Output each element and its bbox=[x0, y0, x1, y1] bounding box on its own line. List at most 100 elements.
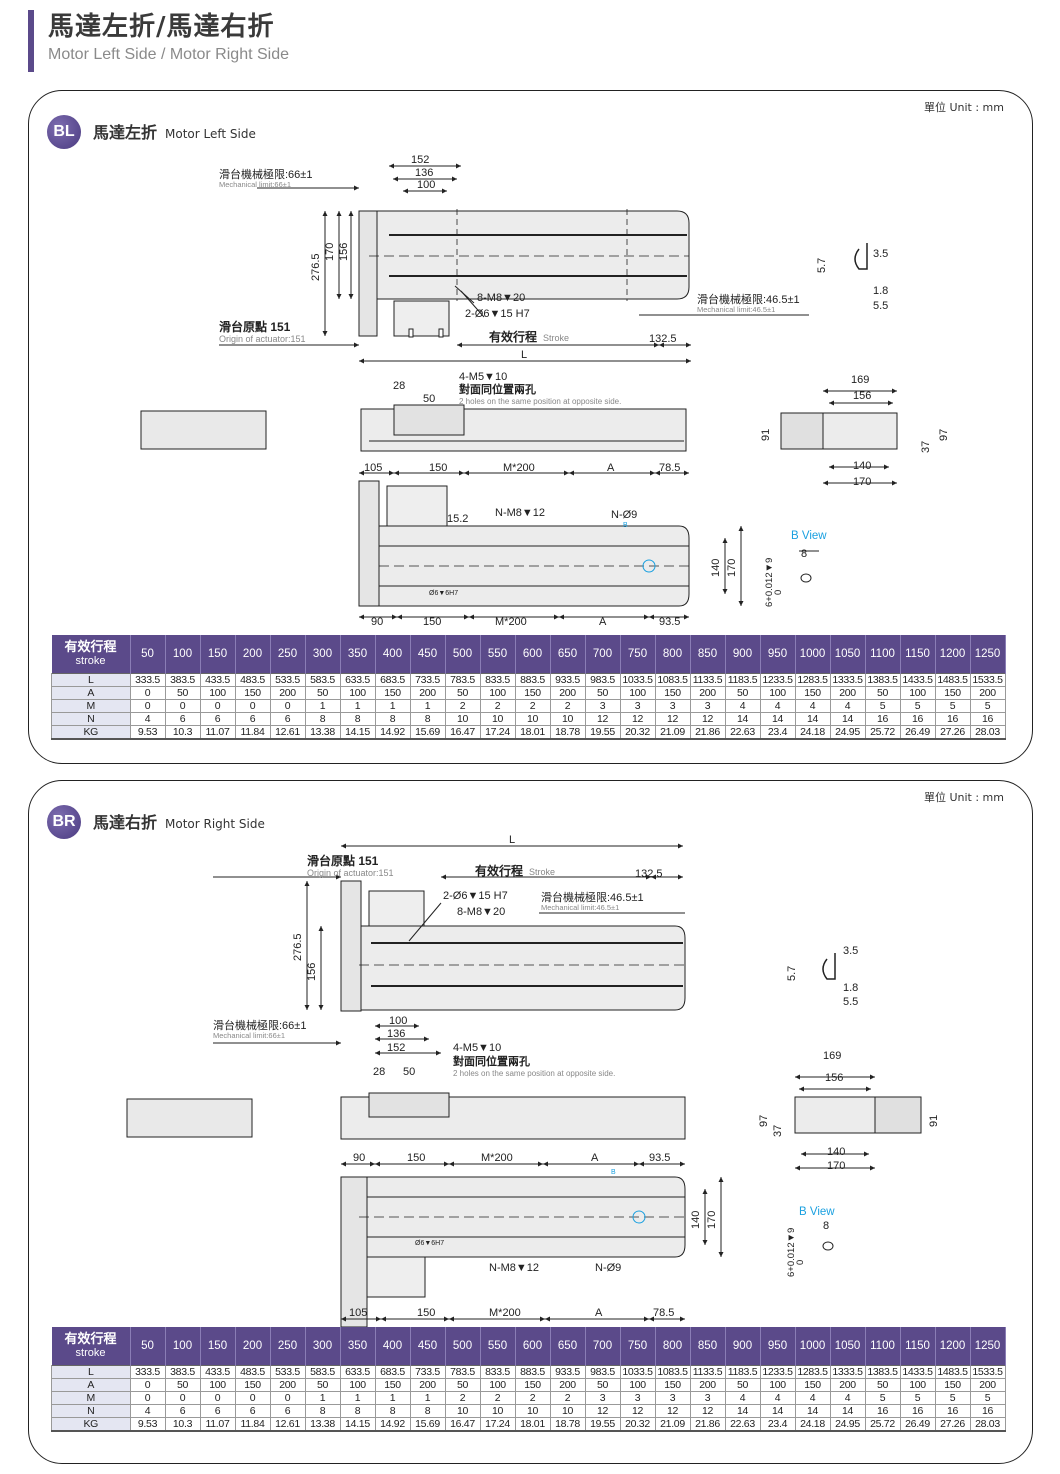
table-cell: 10 bbox=[549, 712, 586, 726]
table-cell: 12 bbox=[584, 1404, 621, 1418]
table-cell: 1133.5 bbox=[689, 673, 726, 687]
table-cell: 5 bbox=[864, 1391, 901, 1405]
table-cell: 28.03 bbox=[969, 725, 1006, 740]
table-cell: 633.5 bbox=[339, 1365, 376, 1379]
table-cell: 333.5 bbox=[129, 1365, 166, 1379]
table-cell: 2 bbox=[514, 699, 551, 713]
table-cell: 1533.5 bbox=[969, 1365, 1006, 1379]
table-cell: 1233.5 bbox=[759, 673, 796, 687]
dim-150: 150 bbox=[429, 462, 447, 474]
table-cell: 0 bbox=[129, 699, 166, 713]
table-cell: 1 bbox=[409, 1391, 446, 1405]
table-cell: 150 bbox=[934, 1378, 971, 1392]
hole-pin-label: 2-Ø6▼15 H7 bbox=[465, 308, 530, 320]
table-cell: 4 bbox=[759, 699, 796, 713]
table-cell: 1433.5 bbox=[899, 673, 936, 687]
page-subtitle: Motor Left Side / Motor Right Side bbox=[48, 46, 289, 63]
stroke-col-header: 1250 bbox=[970, 1327, 1006, 1366]
table-cell: 6 bbox=[199, 1404, 236, 1418]
stroke-en: Stroke bbox=[529, 867, 555, 877]
stroke-col-header: 1200 bbox=[935, 635, 971, 674]
table-cell: 50 bbox=[584, 1378, 621, 1392]
stroke-col-header: 250 bbox=[270, 1327, 306, 1366]
table-cell: 10 bbox=[479, 712, 516, 726]
table-cell: 5 bbox=[899, 1391, 936, 1405]
table-cell: 100 bbox=[619, 686, 656, 700]
b-view-title: B View bbox=[791, 530, 827, 542]
table-cell: 24.18 bbox=[794, 1417, 831, 1432]
table-cell: 5 bbox=[969, 699, 1006, 713]
dim-170: 170 bbox=[324, 243, 336, 261]
stroke-col-header: 1050 bbox=[830, 1327, 866, 1366]
table-cell: 12 bbox=[619, 1404, 656, 1418]
table-cell: 0 bbox=[234, 699, 271, 713]
table-cell: 15.69 bbox=[409, 725, 446, 740]
table-cell: 150 bbox=[514, 686, 551, 700]
stroke-col-header: 950 bbox=[760, 635, 796, 674]
table-cell: 1433.5 bbox=[899, 1365, 936, 1379]
table-cell: 200 bbox=[689, 1378, 726, 1392]
table-cell: 1 bbox=[374, 1391, 411, 1405]
dim-5-7: 5.7 bbox=[816, 258, 828, 273]
dim-78-5: 78.5 bbox=[653, 1307, 674, 1319]
dim-90: 90 bbox=[353, 1152, 365, 1164]
table-cell: 26.49 bbox=[899, 725, 936, 740]
table-cell: 200 bbox=[409, 1378, 446, 1392]
dim-A: A bbox=[607, 462, 615, 474]
stroke-col-header: 300 bbox=[305, 635, 341, 674]
section-title-zh: 馬達左折 bbox=[93, 123, 158, 142]
table-cell: 14.92 bbox=[374, 1417, 411, 1432]
table-cell: 14 bbox=[829, 712, 866, 726]
stroke-col-header: 650 bbox=[550, 635, 586, 674]
side-holes-en: 2 holes on the same position at opposite… bbox=[459, 397, 621, 406]
table-cell: 8 bbox=[374, 712, 411, 726]
stroke-header-en: stroke bbox=[75, 1347, 106, 1359]
table-cell: 200 bbox=[409, 686, 446, 700]
table-cell: 21.86 bbox=[689, 725, 726, 740]
table-cell: 12 bbox=[584, 712, 621, 726]
table-cell: 200 bbox=[829, 1378, 866, 1392]
hole-m8-label: 8-M8▼20 bbox=[457, 906, 505, 918]
table-cell: 3 bbox=[619, 1391, 656, 1405]
dim-169: 169 bbox=[851, 374, 869, 386]
dim-50: 50 bbox=[403, 1066, 415, 1078]
dim-140-bottom: 140 bbox=[710, 559, 722, 577]
table-cell: 10 bbox=[479, 1404, 516, 1418]
table-cell: 15.69 bbox=[409, 1417, 446, 1432]
stroke-col-header: 500 bbox=[445, 635, 481, 674]
table-cell: 1333.5 bbox=[829, 673, 866, 687]
table-cell: 10 bbox=[514, 712, 551, 726]
row-header: N bbox=[51, 712, 131, 726]
table-cell: 0 bbox=[164, 699, 201, 713]
table-cell: 14.15 bbox=[339, 725, 376, 740]
b-view-tol: 6+0.012▼9 bbox=[786, 1228, 797, 1277]
b-view-tol-low: 0 bbox=[773, 590, 784, 595]
n-m8-label: N-M8▼12 bbox=[489, 1262, 539, 1274]
table-cell: 12.61 bbox=[269, 725, 306, 740]
stroke-col-header: 1150 bbox=[900, 1327, 936, 1366]
table-cell: 0 bbox=[129, 1378, 166, 1392]
table-cell: 16.47 bbox=[444, 1417, 481, 1432]
dim-93-5: 93.5 bbox=[649, 1152, 670, 1164]
stroke-header-zh: 有效行程 bbox=[64, 1331, 117, 1346]
section-title-en: Motor Left Side bbox=[165, 127, 256, 141]
stroke-col-header: 50 bbox=[130, 1327, 166, 1366]
table-cell: 6 bbox=[199, 712, 236, 726]
table-cell: 6 bbox=[269, 1404, 306, 1418]
dim-8: 8 bbox=[801, 548, 807, 560]
table-cell: 1 bbox=[374, 699, 411, 713]
table-cell: 150 bbox=[654, 1378, 691, 1392]
dim-1-8: 1.8 bbox=[873, 285, 888, 297]
stroke-col-header: 150 bbox=[200, 1327, 236, 1366]
origin-zh: 滑台原點 151 bbox=[307, 853, 379, 868]
table-cell: 583.5 bbox=[304, 673, 341, 687]
table-cell: 200 bbox=[829, 686, 866, 700]
stroke-header-en: stroke bbox=[75, 655, 106, 667]
dim-156-end: 156 bbox=[825, 1072, 843, 1084]
page-title: 馬達左折/馬達右折 bbox=[48, 12, 275, 42]
